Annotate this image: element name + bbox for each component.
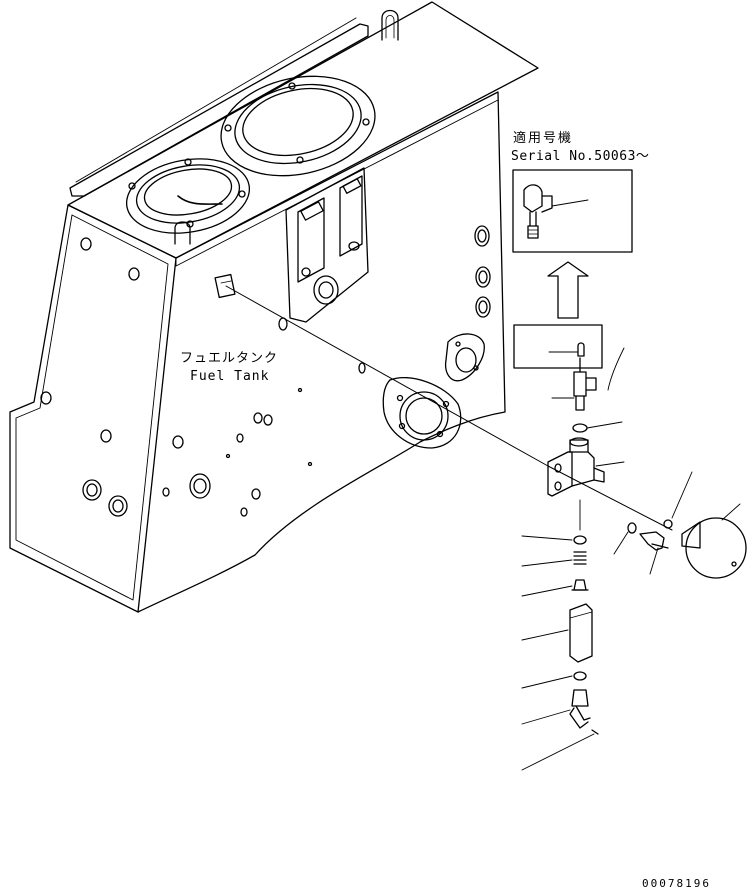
cap-knob (681, 521, 701, 549)
serial-inset-box (512, 169, 633, 253)
fill-opening-small-outer (125, 158, 251, 234)
upgrade-arrow (547, 261, 589, 319)
tank-label-en: Fuel Tank (190, 369, 270, 384)
drain-valve-parts (521, 347, 747, 771)
serial-label-en: Serial No.50063～ (511, 149, 650, 164)
tank-label-jp: フュエルタンク (180, 351, 279, 366)
fill-opening-large-outer (220, 75, 376, 177)
sender-bracket (214, 273, 236, 299)
serial-label-jp: 適用号機 (513, 131, 574, 146)
tank-top-plate (67, 1, 539, 259)
filter-element (569, 603, 593, 663)
handle-rail (69, 23, 369, 197)
tank-front-face (137, 91, 506, 613)
lifting-hook-1 (381, 9, 399, 41)
serial-inset (512, 169, 633, 253)
replaced-part-box (513, 324, 603, 369)
document-id: 00078196 (642, 877, 711, 890)
drain-flange (382, 376, 462, 449)
fuel-tank (9, 1, 539, 613)
inspection-cover (444, 333, 485, 382)
assembly-centerline (225, 285, 673, 531)
lifting-hook-2 (174, 221, 191, 245)
tank-left-face (9, 204, 177, 613)
